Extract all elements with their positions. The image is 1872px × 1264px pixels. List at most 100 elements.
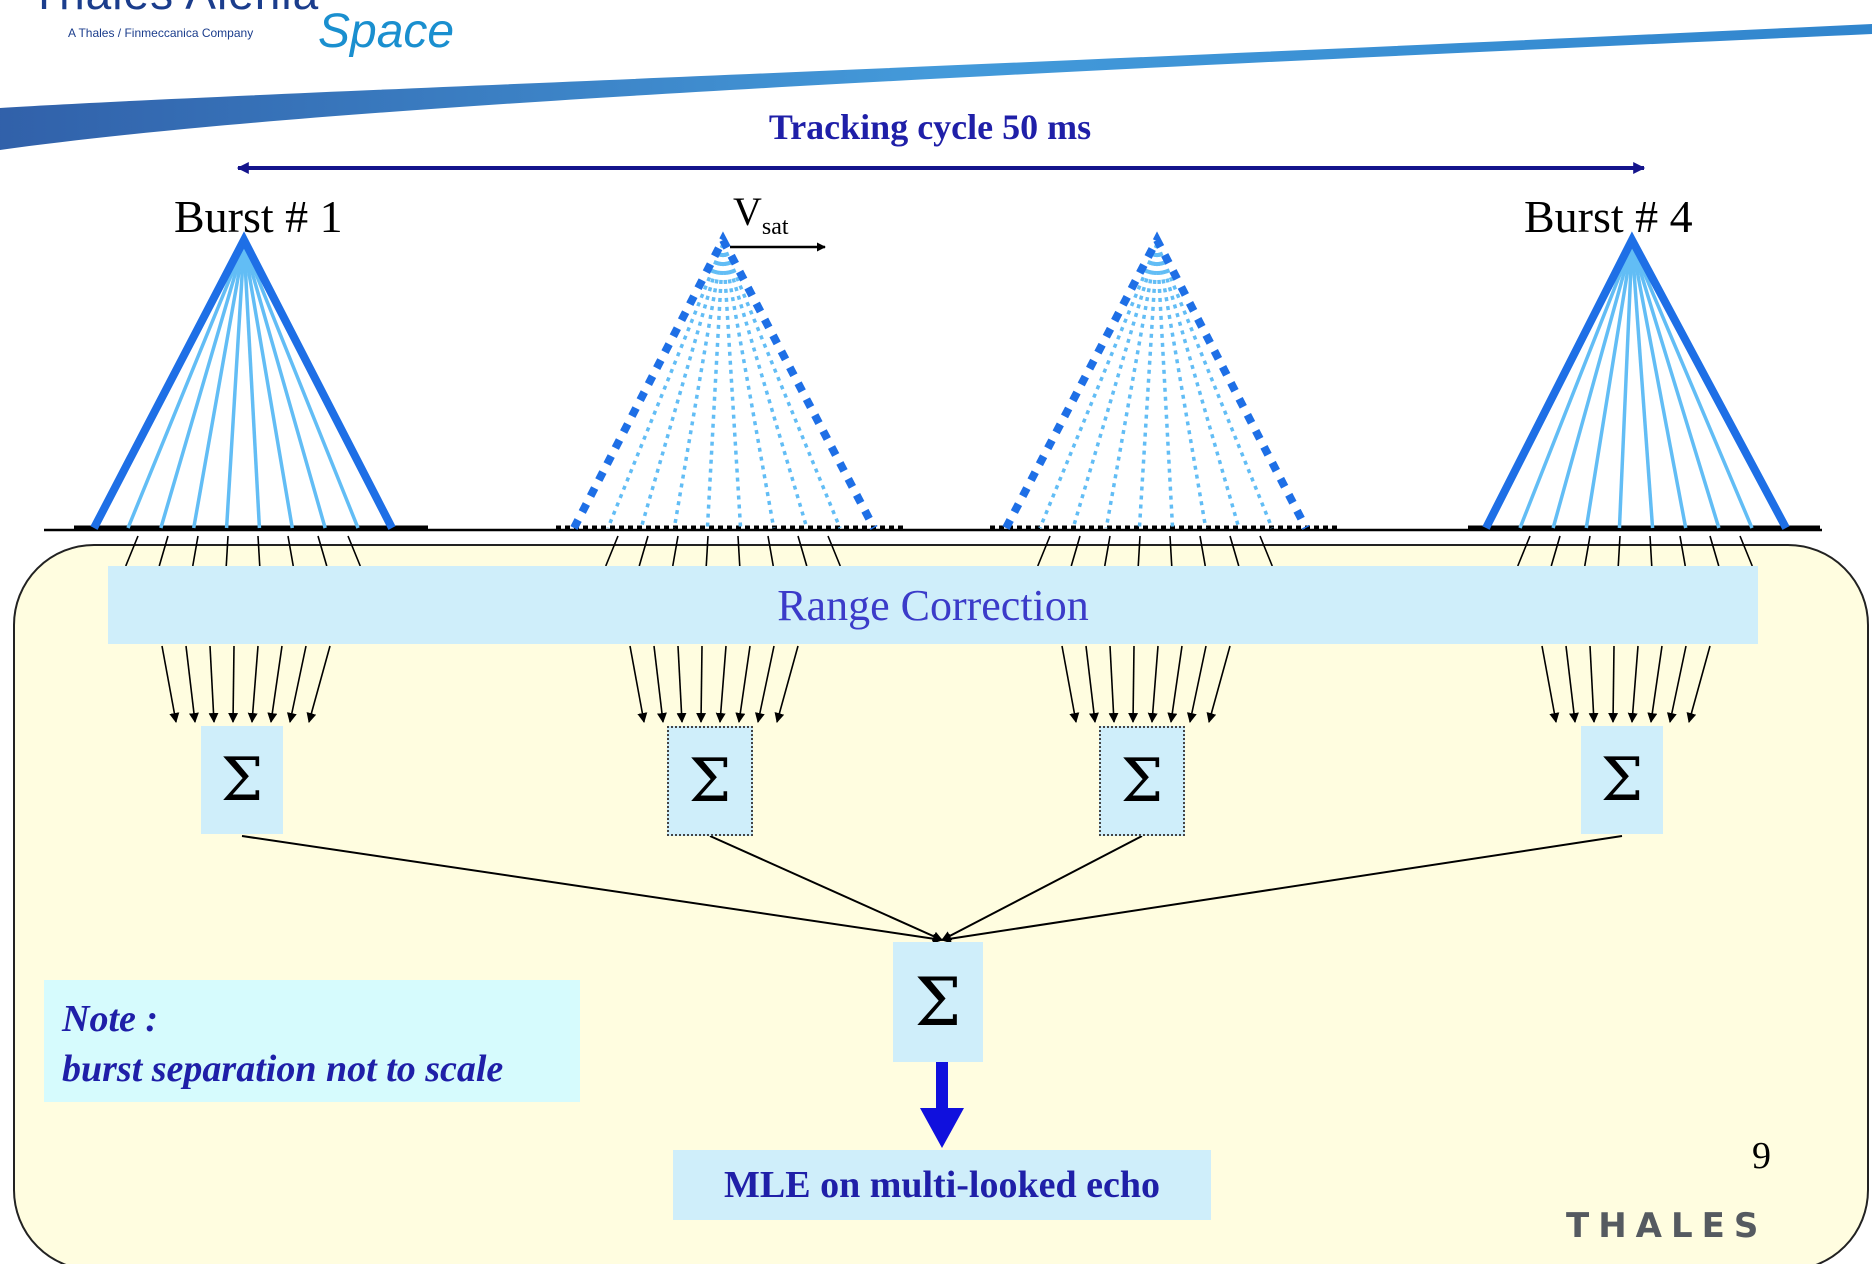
burst-1-sum-arrow bbox=[306, 645, 331, 723]
burst-2-ray bbox=[721, 243, 809, 529]
burst-4-sum-arrow bbox=[1627, 645, 1639, 723]
burst-3-ray bbox=[1104, 243, 1159, 529]
velocity-label: Vsat bbox=[733, 188, 789, 241]
burst-3-sum-arrow bbox=[1128, 645, 1139, 723]
burst-2-ray bbox=[705, 243, 725, 529]
burst-2-ground-link bbox=[827, 535, 841, 567]
burst-3-to-final-sum-link bbox=[941, 835, 1143, 941]
burst-3-ray bbox=[1137, 243, 1159, 529]
burst-4-ground-link bbox=[1617, 535, 1621, 567]
burst-4-ray bbox=[1584, 243, 1634, 529]
burst-3-ground-link bbox=[1070, 535, 1081, 567]
burst-2-sum-arrow bbox=[774, 645, 799, 723]
final-output-arrowhead bbox=[920, 1108, 964, 1148]
burst-3-ground-link bbox=[1103, 535, 1111, 567]
burst-1-beam-outline bbox=[90, 231, 396, 530]
burst-4-sum-arrow bbox=[1541, 645, 1560, 723]
burst-3-ground-link bbox=[1169, 535, 1173, 567]
burst-4-ground-link bbox=[1679, 535, 1687, 567]
burst-3-ray bbox=[1071, 243, 1159, 529]
burst-4-ray bbox=[1630, 243, 1655, 529]
burst-2-sum-box: Σ bbox=[667, 726, 753, 836]
burst-2-ray bbox=[721, 243, 842, 529]
burst-4-ground-link bbox=[1550, 535, 1561, 567]
burst-4-ground-link bbox=[1517, 535, 1531, 567]
burst-4-ray bbox=[1630, 243, 1721, 529]
burst-1-ground-link bbox=[287, 535, 295, 567]
burst-2-sum-arrow bbox=[676, 645, 687, 723]
burst-1-label: Burst # 1 bbox=[174, 191, 343, 242]
burst-2-ground-link bbox=[605, 535, 619, 567]
burst-1-ray bbox=[191, 243, 246, 529]
burst-4-ray bbox=[1630, 243, 1754, 529]
burst-4-sum-arrow bbox=[1608, 645, 1619, 723]
burst-2-ray bbox=[672, 243, 725, 529]
burst-1-ground-link bbox=[191, 535, 199, 567]
burst-2-ray bbox=[639, 243, 725, 529]
mle-output-label: MLE on multi-looked echo bbox=[724, 1164, 1160, 1206]
burst-2-ground-link bbox=[638, 535, 649, 567]
burst-4-beam-outline bbox=[1482, 231, 1790, 530]
burst-4-ground-link bbox=[1649, 535, 1653, 567]
mle-output-box: MLE on multi-looked echo bbox=[673, 1150, 1211, 1220]
burst-1-ray bbox=[242, 243, 360, 529]
burst-3-sum-arrow bbox=[1108, 645, 1119, 723]
tracking-cycle-label: Tracking cycle 50 ms bbox=[768, 107, 1092, 147]
burst-4-ray bbox=[1518, 243, 1634, 529]
burst-1-sum-arrow bbox=[161, 645, 180, 723]
burst-2-ground-link bbox=[705, 535, 709, 567]
burst-1-sum-arrow bbox=[185, 645, 199, 723]
burst-2-ground-link bbox=[767, 535, 775, 567]
burst-4-sum-arrow bbox=[1647, 645, 1663, 723]
note-title: Note : bbox=[62, 998, 159, 1040]
burst-3-sum-arrow bbox=[1167, 645, 1183, 723]
burst-1-ground-link bbox=[225, 535, 229, 567]
burst-3-sum-arrow bbox=[1186, 645, 1207, 723]
burst-2-ground-link bbox=[737, 535, 741, 567]
burst-2-sum-arrow bbox=[754, 645, 775, 723]
burst-1-sum-box: Σ bbox=[201, 726, 283, 834]
burst-4-sum-arrow bbox=[1666, 645, 1687, 723]
burst-3-ground-link bbox=[1199, 535, 1207, 567]
burst-1-ground-link bbox=[125, 535, 139, 567]
burst-2-ground-link bbox=[797, 535, 808, 567]
range-correction-label: Range Correction bbox=[777, 580, 1089, 630]
burst-2-sum-arrow bbox=[696, 645, 707, 723]
velocity-symbol: V bbox=[733, 189, 762, 234]
burst-3-sum-arrow bbox=[1085, 645, 1099, 723]
burst-3-ground-link bbox=[1259, 535, 1273, 567]
burst-1-ground-link bbox=[347, 535, 361, 567]
burst-2-sum-arrow bbox=[735, 645, 751, 723]
logo-tagline: A Thales / Finmeccanica Company bbox=[68, 26, 254, 40]
burst-3-beam-outline bbox=[1002, 231, 1310, 530]
burst-1-sum-arrow bbox=[286, 645, 307, 723]
burst-1-ray bbox=[242, 243, 327, 529]
burst-4-ray bbox=[1551, 243, 1634, 529]
burst-3-ground-link bbox=[1037, 535, 1051, 567]
burst-4-sum-arrow bbox=[1588, 645, 1599, 723]
burst-2-beam-outline bbox=[570, 231, 878, 530]
burst-3-ray bbox=[1155, 243, 1208, 529]
burst-3-sum-arrow bbox=[1061, 645, 1080, 723]
logo-company-name: Thales Alenia bbox=[30, 0, 319, 20]
burst-4-sum-box: Σ bbox=[1581, 726, 1663, 834]
burst-2-to-final-sum-link bbox=[709, 835, 943, 941]
burst-3-ray bbox=[1038, 243, 1159, 529]
burst-1-sum-arrow bbox=[208, 645, 219, 723]
burst-1-beam bbox=[74, 231, 428, 723]
burst-2-beam bbox=[556, 231, 906, 723]
burst-1-ray bbox=[242, 243, 295, 529]
burst-3-ray bbox=[1155, 243, 1241, 529]
burst-4-sum-arrow bbox=[1686, 645, 1711, 723]
burst-2-ground-link bbox=[671, 535, 679, 567]
burst-3-sum-box: Σ bbox=[1099, 726, 1185, 836]
burst-4-ground-link bbox=[1709, 535, 1720, 567]
burst-2-sum-arrow bbox=[629, 645, 648, 723]
burst-1-to-final-sum-link bbox=[241, 835, 943, 944]
burst-4-ray bbox=[1617, 243, 1634, 529]
range-correction-box: Range Correction bbox=[108, 566, 1758, 644]
header-swoosh bbox=[0, 24, 1872, 150]
final-sum-box: Σ bbox=[893, 942, 983, 1062]
burst-4-sum-arrow bbox=[1565, 645, 1579, 723]
